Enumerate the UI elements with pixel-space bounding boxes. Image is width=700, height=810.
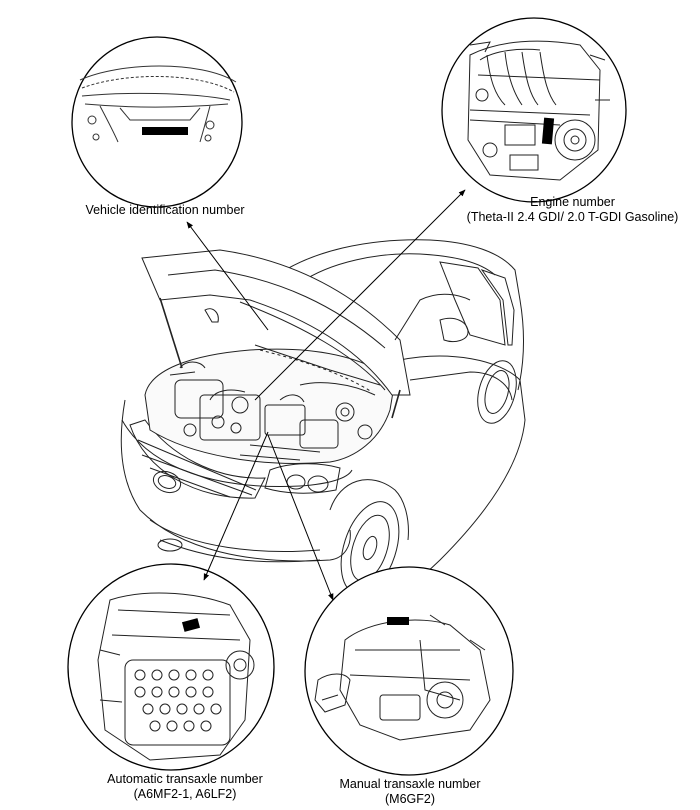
manual-label-line1: Manual transaxle number [339,777,481,791]
arrow-to-manual-transaxle [267,434,334,601]
vin-detail-circle [71,36,243,208]
automatic-transaxle-number-marker [181,618,201,632]
manual-transaxle-number-marker [387,617,409,625]
engine-number-label: Engine number (Theta-II 2.4 GDI/ 2.0 T-G… [445,195,700,225]
engine-number-marker [541,117,555,145]
manual-transaxle-number-label: Manual transaxle number (M6GF2) [320,777,500,807]
arrow-to-vin [186,221,269,331]
vin-plate-marker [142,127,188,135]
vehicle-identification-number-label: Vehicle identification number [40,203,290,218]
manual-label-line2: (M6GF2) [385,792,435,806]
automatic-transaxle-number-label: Automatic transaxle number (A6MF2-1, A6L… [60,772,310,802]
arrow-to-automatic-transaxle [203,431,269,581]
engine-label-line2: (Theta-II 2.4 GDI/ 2.0 T-GDI Gasoline) [466,210,679,224]
manual-transaxle-detail-circle [304,566,514,776]
vehicle-illustration [120,239,526,611]
automatic-transaxle-detail-circle [67,563,275,771]
leader-arrows [186,189,466,601]
auto-label-line2: (A6MF2-1, A6LF2) [133,787,237,801]
engine-detail-circle [441,17,627,203]
vin-label-text: Vehicle identification number [85,203,245,217]
auto-label-line1: Automatic transaxle number [107,772,263,786]
engine-label-line1: Engine number [530,195,615,209]
arrow-to-engine [254,189,466,401]
